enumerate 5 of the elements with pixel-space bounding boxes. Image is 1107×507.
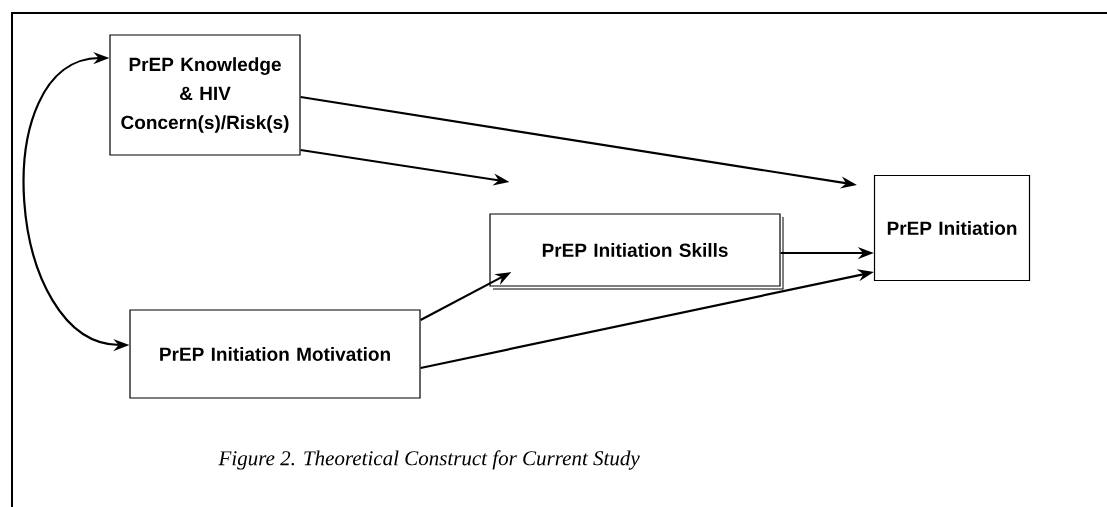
- caption: Figure 2. Theoretical Construct for Current Study: [218, 450, 640, 470]
- process-box: PrEP Initiation: [873, 174, 1031, 282]
- process-box: PrEP Initiation Skills: [489, 213, 784, 290]
- process-box: PrEP Knowledge & HIV Concern(s)/Risk(s): [109, 34, 301, 156]
- process-box: PrEP Initiation Motivation: [129, 309, 421, 399]
